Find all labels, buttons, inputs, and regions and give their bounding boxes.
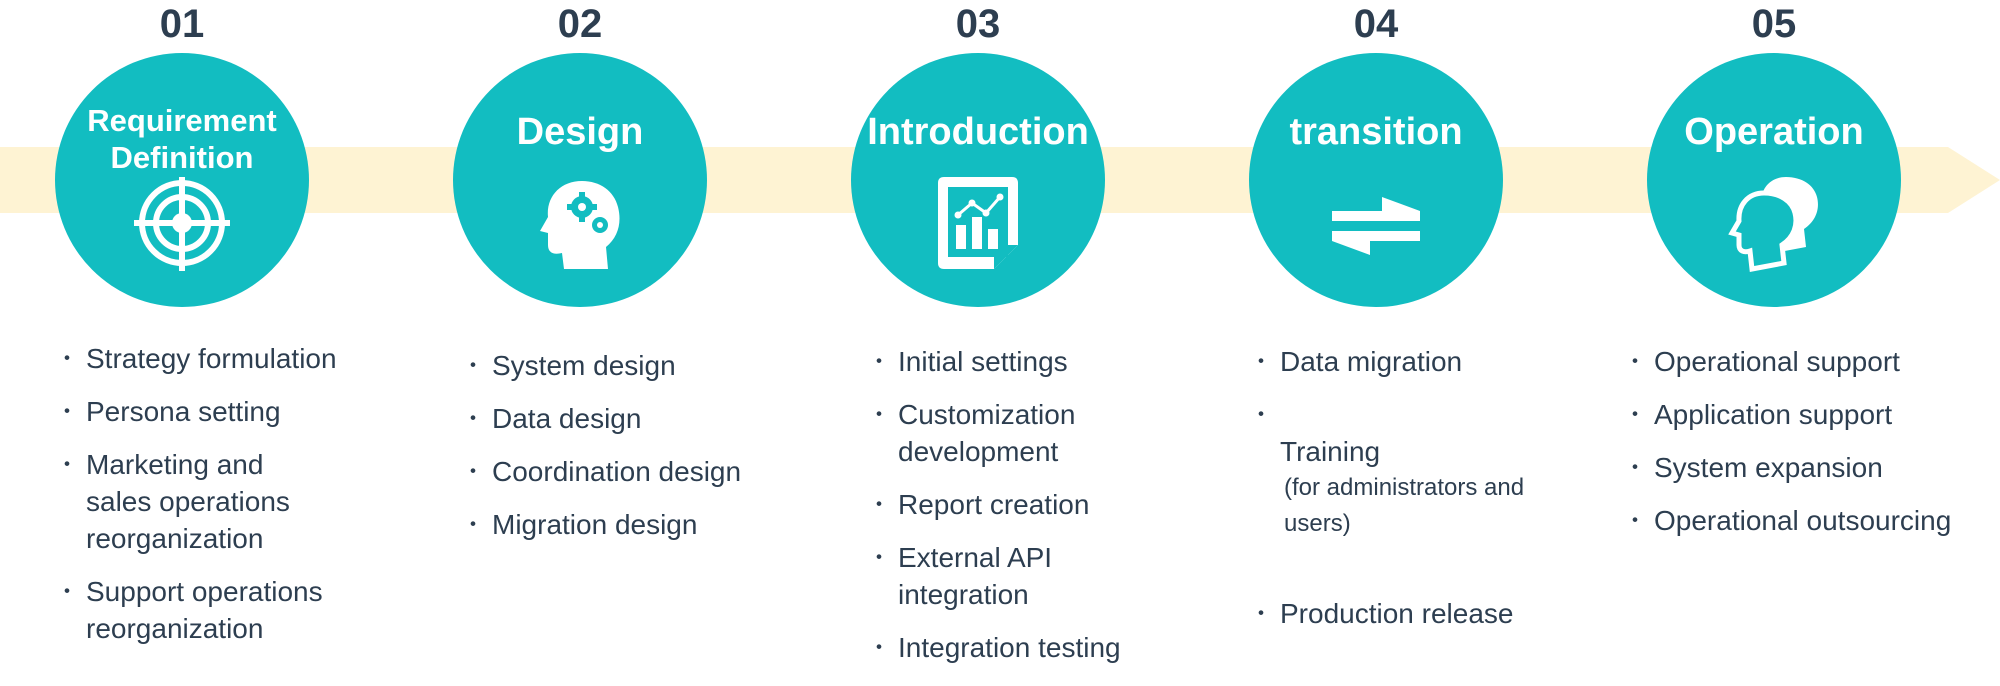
step-5: 05 Operation Operational support Applica…: [1574, 0, 1974, 686]
list-item: External API integration: [868, 539, 1178, 613]
two-heads-icon: [1728, 177, 1818, 272]
list-item: Initial settings: [868, 343, 1178, 380]
list-item: Persona setting: [56, 393, 337, 430]
step-number: 03: [955, 2, 1001, 46]
list-item-note: (for administrators and users): [1284, 474, 1525, 537]
list-item: Application support: [1624, 396, 1951, 433]
step-circle: Design: [453, 53, 707, 307]
task-list: Strategy formulation Persona setting Mar…: [56, 340, 337, 663]
step-title: Operation: [1684, 111, 1864, 153]
exchange-arrows-icon: [1332, 197, 1420, 255]
list-item-text: Training: [1280, 436, 1381, 467]
list-item: Operational outsourcing: [1624, 502, 1951, 539]
step-number: 02: [557, 2, 603, 46]
list-item: Strategy formulation: [56, 340, 337, 377]
list-item: Report creation: [868, 486, 1178, 523]
step-1: 01 Requirement Definition Strategy formu…: [0, 0, 382, 686]
step-number: 05: [1751, 2, 1797, 46]
list-item: Migration design: [462, 506, 741, 543]
list-item: Operational support: [1624, 343, 1951, 380]
step-number: 04: [1353, 2, 1399, 46]
list-item: System expansion: [1624, 449, 1951, 486]
head-gears-icon: [540, 181, 620, 269]
step-circle: transition: [1249, 53, 1503, 307]
task-list: System design Data design Coordination d…: [462, 347, 741, 559]
step-title: Design: [516, 111, 644, 153]
task-list: Data migration Training (for administrat…: [1250, 343, 1576, 648]
step-title: Introduction: [867, 111, 1089, 153]
chart-tablet-icon: [938, 177, 1018, 269]
step-circle: Operation: [1647, 53, 1901, 307]
list-item: Support operations reorganization: [56, 573, 337, 647]
task-list: Operational support Application support …: [1624, 343, 1951, 555]
list-item: System design: [462, 347, 741, 384]
list-item: Integration testing: [868, 629, 1178, 666]
list-item: Coordination design: [462, 453, 741, 490]
list-item: Data design: [462, 400, 741, 437]
step-title: transition: [1289, 111, 1463, 153]
step-3: 03 Introduction Initial settings Customi…: [778, 0, 1178, 686]
target-icon: [134, 173, 230, 271]
step-2: 02 Design System design Data design Coor: [380, 0, 780, 686]
list-item: Production release: [1250, 595, 1576, 632]
list-item: Data migration: [1250, 343, 1576, 380]
step-title: Requirement Definition: [87, 103, 277, 175]
step-number: 01: [159, 2, 205, 46]
step-circle: Introduction: [851, 53, 1105, 307]
step-4: 04 transition Data migration Training (f…: [1176, 0, 1576, 686]
step-circle: Requirement Definition: [55, 53, 309, 307]
task-list: Initial settings Customization developme…: [868, 343, 1178, 682]
list-item: Training (for administrators and users): [1250, 396, 1576, 579]
list-item: Customization development: [868, 396, 1178, 470]
list-item: Marketing and sales operations reorganiz…: [56, 446, 337, 557]
